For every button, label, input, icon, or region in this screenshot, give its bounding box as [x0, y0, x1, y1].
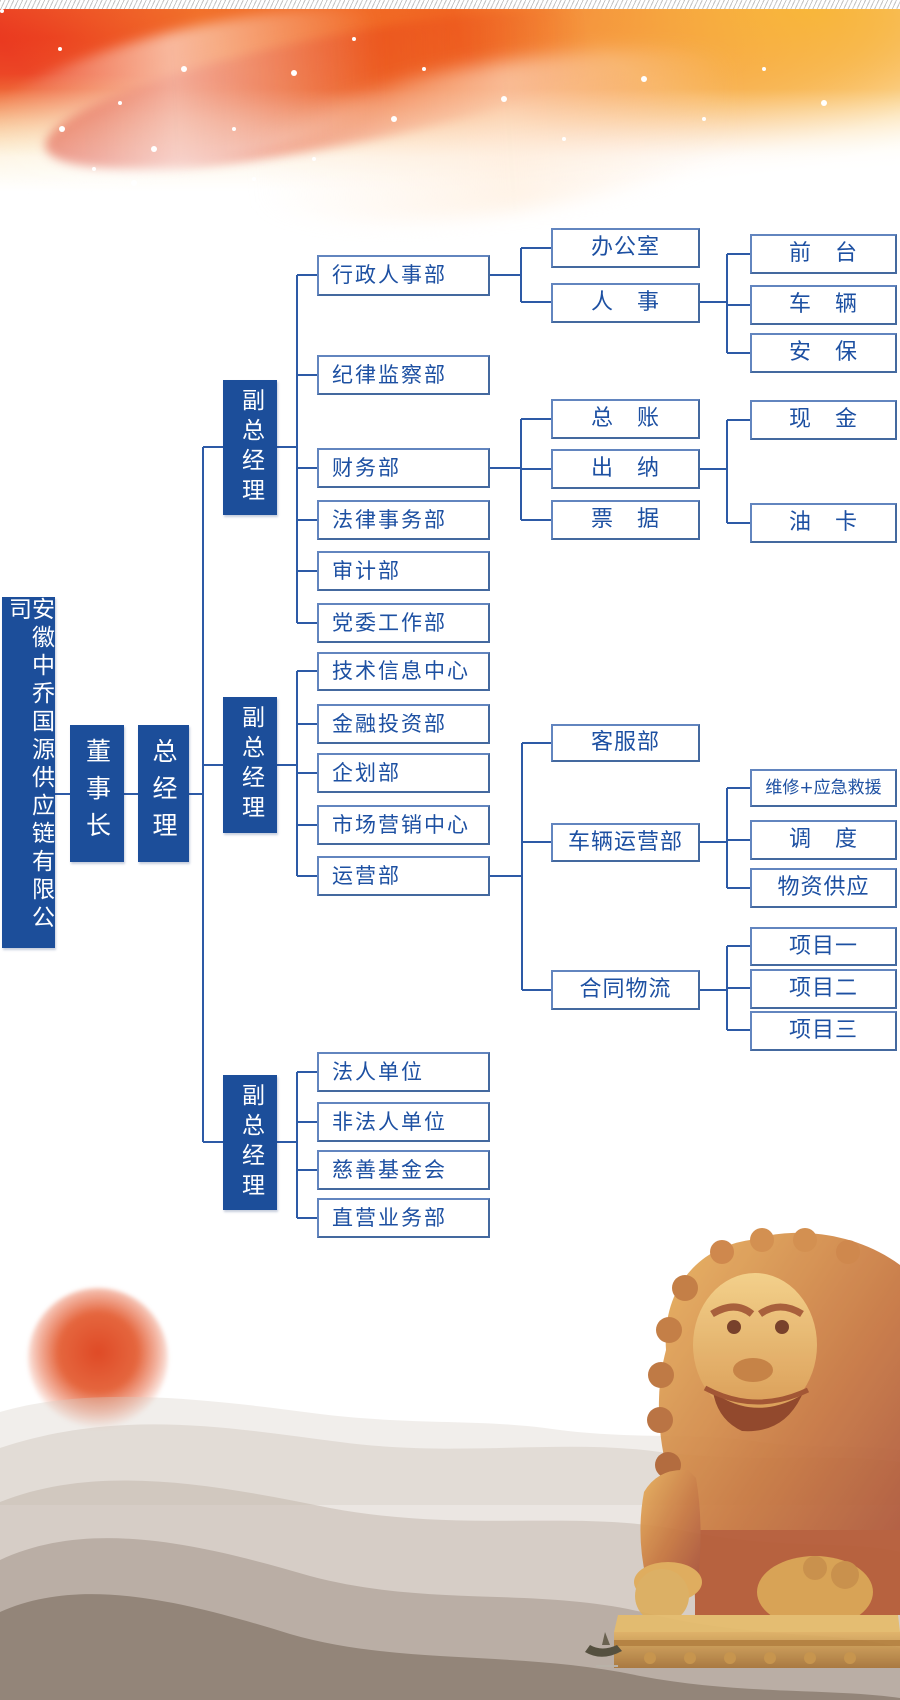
node-tech-info-center: 技术信息中心	[317, 652, 490, 691]
node-discipline-inspection-dept: 纪律监察部	[317, 355, 490, 395]
node-front-desk: 前 台	[750, 234, 897, 274]
node-project-2: 项目二	[750, 969, 897, 1009]
node-non-legal-person-units: 非法人单位	[317, 1102, 490, 1142]
node-general-manager: 总经理	[138, 725, 189, 862]
node-project-3: 项目三	[750, 1011, 897, 1051]
node-deputy-gm-3: 副总经理	[223, 1075, 277, 1210]
node-legal-affairs-dept: 法律事务部	[317, 500, 490, 540]
node-project-1: 项目一	[750, 927, 897, 966]
node-financial-investment-dept: 金融投资部	[317, 704, 490, 744]
node-material-supply: 物资供应	[750, 868, 897, 908]
node-marketing-center: 市场营销中心	[317, 805, 490, 845]
golden-lion-statue	[614, 1228, 900, 1668]
node-finance-dept: 财务部	[317, 448, 490, 488]
node-deputy-gm-2: 副总经理	[223, 697, 277, 833]
node-bills: 票 据	[551, 500, 700, 540]
node-security: 安 保	[750, 333, 897, 373]
node-company: 安徽中乔国源供应链有限公司	[2, 597, 55, 948]
node-legal-person-units: 法人单位	[317, 1052, 490, 1092]
node-dispatch: 调 度	[750, 820, 897, 860]
node-cashier: 出 纳	[551, 449, 700, 489]
hatched-top-strip	[0, 0, 900, 9]
boat-decoration	[585, 1632, 622, 1667]
red-ribbon-banner	[0, 0, 900, 254]
node-deputy-gm-1: 副总经理	[223, 380, 277, 515]
node-admin-hr-dept: 行政人事部	[317, 255, 490, 296]
node-cash: 现 金	[750, 400, 897, 440]
node-contract-logistics: 合同物流	[551, 970, 700, 1010]
node-direct-business-dept: 直营业务部	[317, 1198, 490, 1238]
node-party-committee-dept: 党委工作部	[317, 603, 490, 643]
red-sun-decoration	[28, 1288, 168, 1428]
sparkle-dots	[0, 9, 4, 13]
node-planning-dept: 企划部	[317, 753, 490, 793]
node-customer-service-dept: 客服部	[551, 724, 700, 762]
node-chairman: 董事长	[70, 725, 124, 862]
node-general-ledger: 总 账	[551, 399, 700, 439]
node-fuel-card: 油 卡	[750, 503, 897, 543]
node-office: 办公室	[551, 228, 700, 268]
node-audit-dept: 审计部	[317, 551, 490, 591]
node-personnel: 人 事	[551, 283, 700, 323]
node-charity-foundation: 慈善基金会	[317, 1150, 490, 1190]
node-repair-emergency-rescue: 维修+应急救援	[750, 769, 897, 807]
node-vehicle-operations-dept: 车辆运营部	[551, 823, 700, 862]
node-vehicles: 车 辆	[750, 285, 897, 325]
node-operations-dept: 运营部	[317, 856, 490, 896]
